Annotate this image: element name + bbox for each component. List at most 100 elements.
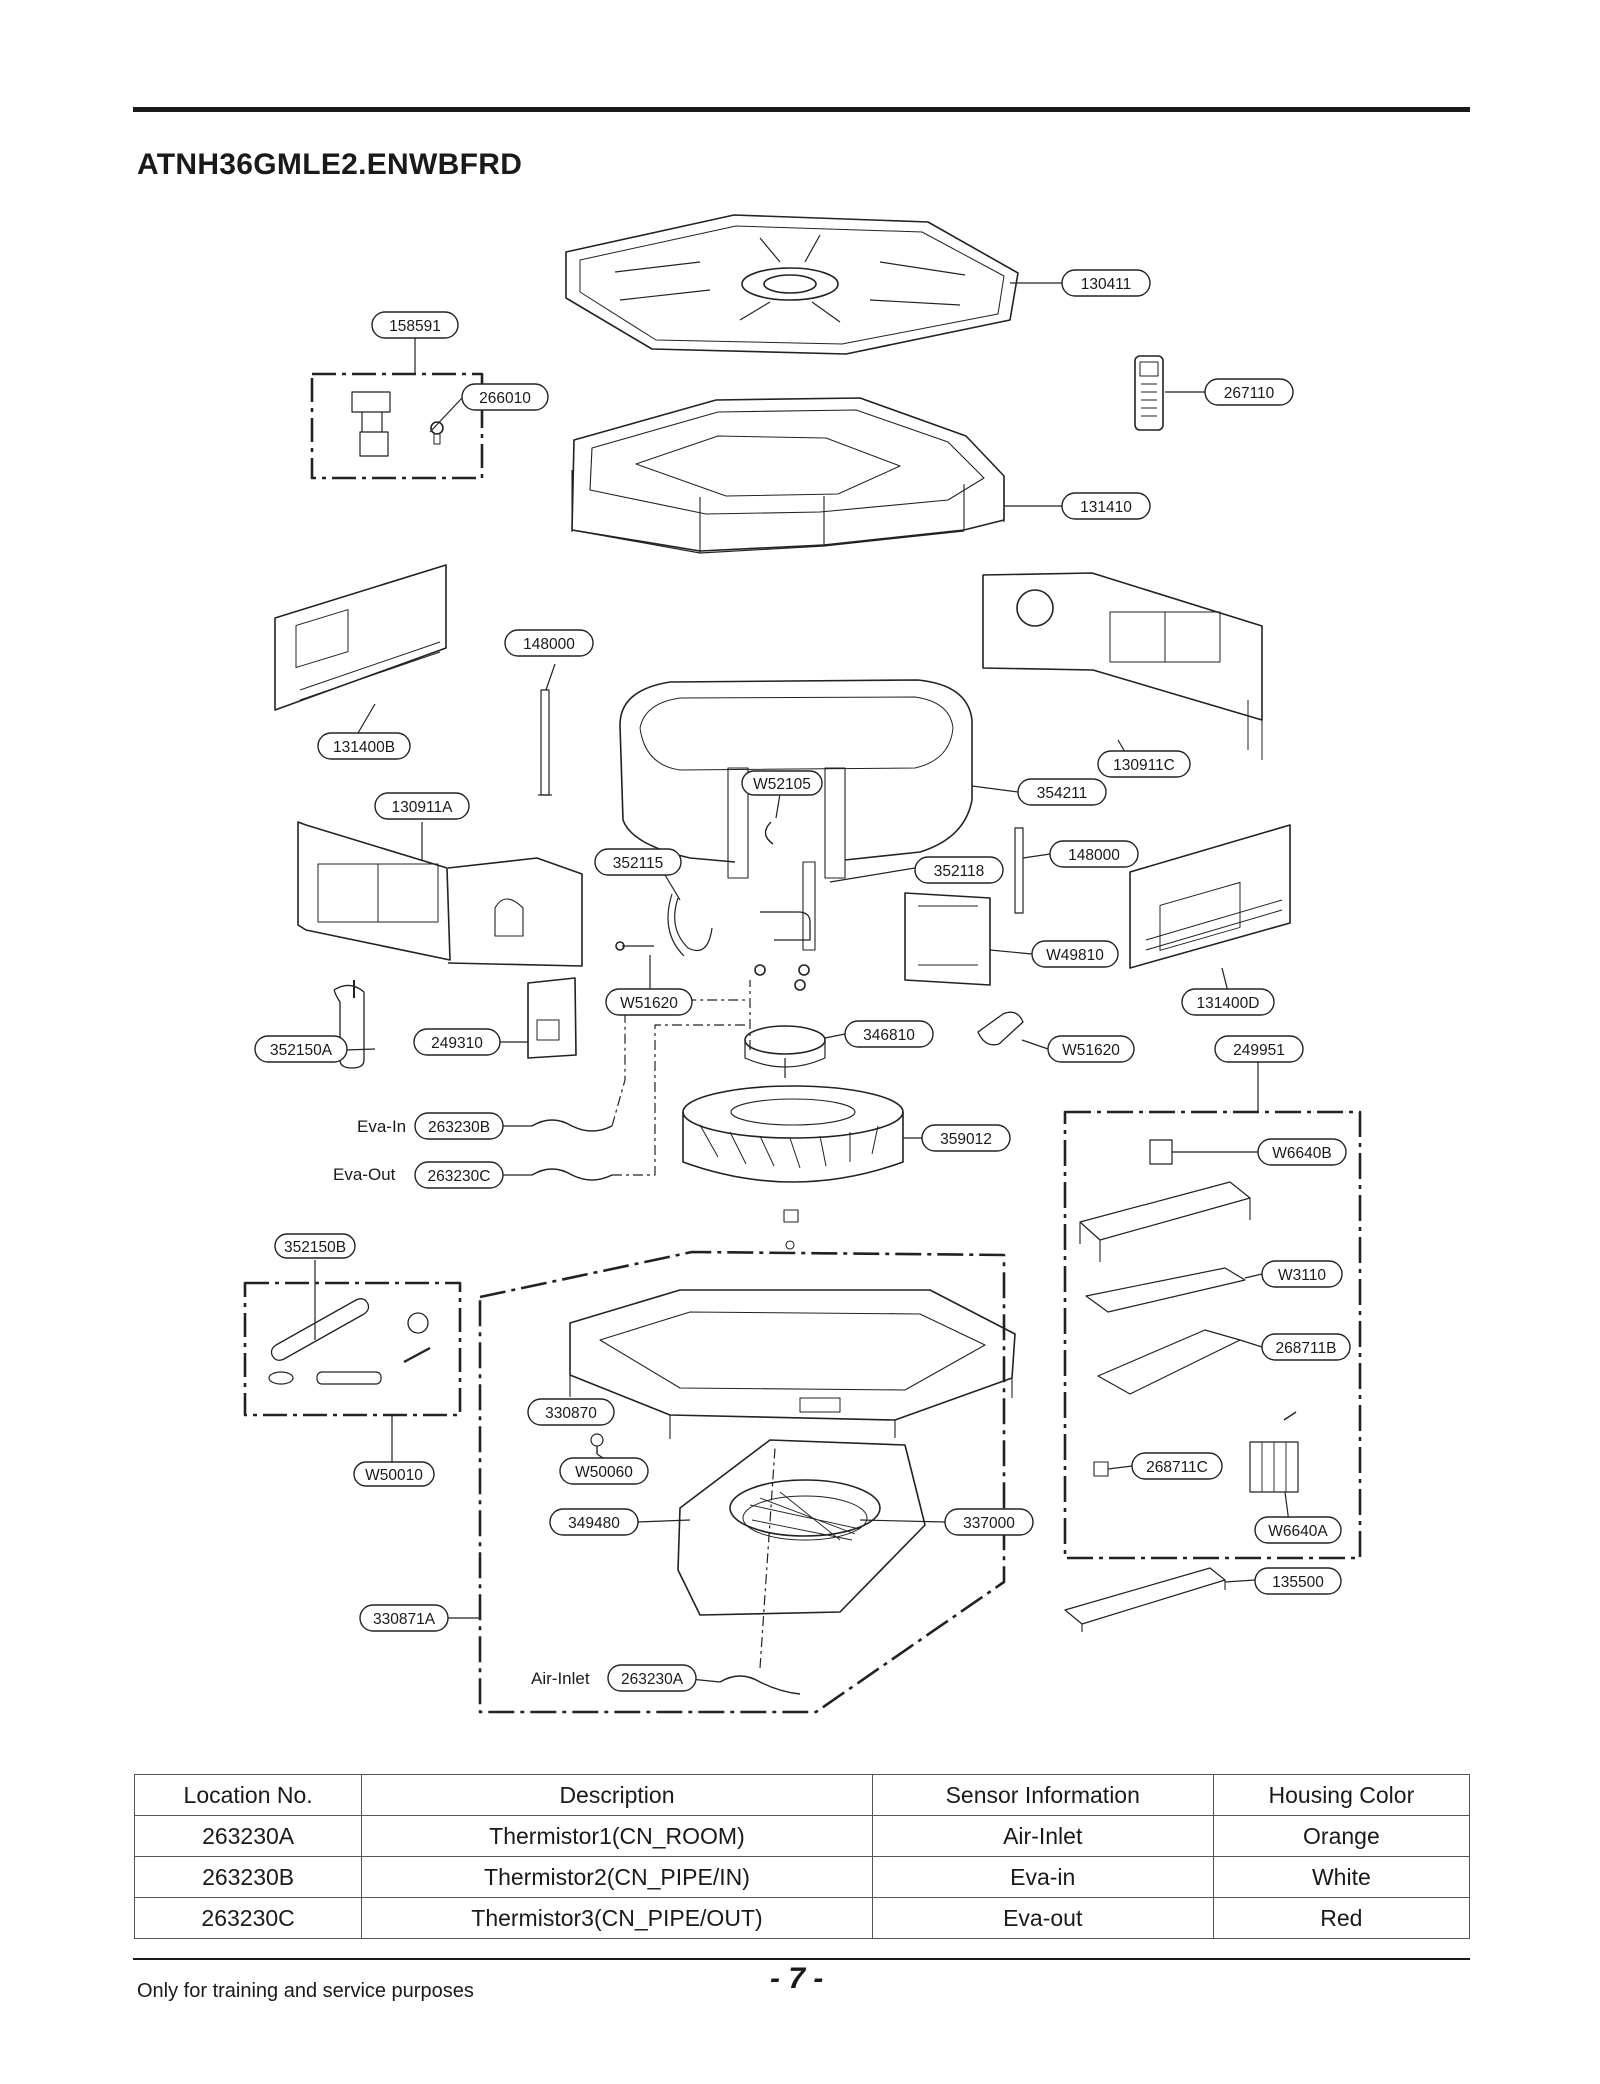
svg-text:131410: 131410 — [1080, 499, 1132, 516]
callout-352150A: 352150A — [254, 1035, 348, 1063]
callout-249951: 249951 — [1214, 1035, 1304, 1063]
callout-131400D: 131400D — [1181, 988, 1275, 1016]
cell-description: Thermistor2(CN_PIPE/IN) — [361, 1856, 873, 1898]
control-bracket-box — [310, 372, 484, 480]
callout-352150B: 352150B — [274, 1233, 356, 1259]
svg-text:158591: 158591 — [389, 318, 441, 335]
svg-text:131400B: 131400B — [333, 739, 395, 756]
svg-text:W50060: W50060 — [575, 1464, 633, 1481]
thermistor-wires — [531, 1119, 801, 1695]
callout-W50060: W50060 — [559, 1457, 649, 1485]
cell-location: 263230B — [133, 1856, 363, 1898]
cell-location: 263230C — [133, 1897, 363, 1939]
svg-text:W6640B: W6640B — [1272, 1145, 1331, 1162]
header-description: Description — [361, 1774, 873, 1816]
svg-text:359012: 359012 — [940, 1131, 992, 1148]
cell-description: Thermistor1(CN_ROOM) — [361, 1815, 873, 1857]
svg-text:263230B: 263230B — [428, 1119, 490, 1136]
svg-text:130911A: 130911A — [392, 799, 454, 816]
callout-330871A: 330871A — [359, 1604, 449, 1632]
svg-text:346810: 346810 — [863, 1027, 915, 1044]
callout-346810: 346810 — [844, 1020, 934, 1048]
svg-text:349480: 349480 — [568, 1515, 620, 1532]
svg-text:267110: 267110 — [1224, 385, 1275, 402]
thermistor-cap-W51620 — [977, 1011, 1024, 1046]
cell-location: 263230A — [133, 1815, 363, 1857]
callout-W6640A: W6640A — [1254, 1516, 1342, 1544]
svg-text:W51620: W51620 — [1062, 1042, 1120, 1059]
inner-panel-W49810 — [904, 892, 991, 986]
callout-W49810: W49810 — [1031, 940, 1119, 968]
electrical-box-249310 — [527, 977, 577, 1059]
callout-135500: 135500 — [1254, 1567, 1342, 1595]
turbo-fan-illustration — [682, 1085, 904, 1183]
bracket-135500 — [1064, 1567, 1226, 1632]
label-eva-out: Eva-Out — [333, 1165, 396, 1184]
routing-lines — [611, 980, 776, 1669]
svg-text:352115: 352115 — [613, 855, 664, 872]
cell-housing-color: White — [1212, 1856, 1471, 1898]
callout-249310: 249310 — [413, 1028, 501, 1056]
top-rule — [133, 107, 1470, 112]
callout-bubbles: 130411 158591 266010 267110 131410 14800… — [254, 269, 1351, 1692]
side-panel-131400B — [274, 564, 447, 711]
callout-158591: 158591 — [371, 311, 459, 339]
drain-hose-kit-box — [243, 1281, 462, 1417]
header-sensor-info: Sensor Information — [871, 1774, 1214, 1816]
callout-359012: 359012 — [921, 1124, 1011, 1152]
bottom-rule — [133, 1958, 1470, 1960]
svg-text:130911C: 130911C — [1113, 757, 1175, 774]
svg-text:263230C: 263230C — [428, 1168, 491, 1185]
svg-text:148000: 148000 — [523, 636, 575, 653]
cell-description: Thermistor3(CN_PIPE/OUT) — [361, 1897, 873, 1939]
callout-267110: 267110 — [1204, 378, 1294, 406]
svg-text:268711C: 268711C — [1146, 1459, 1208, 1476]
table-row: 263230A Thermistor1(CN_ROOM) Air-Inlet O… — [133, 1815, 1471, 1857]
svg-text:W52105: W52105 — [753, 776, 811, 793]
svg-text:352150A: 352150A — [270, 1042, 333, 1059]
callout-349480: 349480 — [549, 1508, 639, 1536]
callout-268711B: 268711B — [1261, 1333, 1351, 1361]
svg-text:W50010: W50010 — [365, 1467, 423, 1484]
drain-elbow-illustration — [333, 980, 365, 1069]
callout-330870: 330870 — [527, 1398, 615, 1426]
callout-268711C: 268711C — [1131, 1452, 1223, 1480]
leader-lines — [314, 282, 1291, 1683]
svg-text:135500: 135500 — [1272, 1574, 1324, 1591]
side-panel-130911C — [982, 572, 1263, 760]
heat-exchanger-illustration — [619, 679, 973, 879]
header-housing-color: Housing Color — [1212, 1774, 1471, 1816]
svg-text:W6640A: W6640A — [1268, 1523, 1328, 1540]
svg-text:268711B: 268711B — [1276, 1340, 1337, 1357]
table-row: 263230B Thermistor2(CN_PIPE/IN) Eva-in W… — [133, 1856, 1471, 1898]
callout-130911A: 130911A — [374, 792, 470, 820]
svg-text:W3110: W3110 — [1278, 1267, 1326, 1284]
callout-354211: 354211 — [1017, 778, 1107, 806]
cell-sensor-info: Eva-in — [871, 1856, 1214, 1898]
label-air-inlet: Air-Inlet — [531, 1669, 590, 1688]
svg-text:266010: 266010 — [479, 390, 531, 407]
exploded-parts-diagram: 130411 158591 266010 267110 131410 14800… — [243, 214, 1362, 1714]
svg-text:249310: 249310 — [431, 1035, 483, 1052]
remote-control-illustration — [1134, 355, 1164, 431]
strap-148000-right — [1014, 827, 1024, 914]
callout-W6640B: W6640B — [1257, 1138, 1347, 1166]
svg-text:249951: 249951 — [1233, 1042, 1285, 1059]
pipe-assembly-illustration — [615, 861, 816, 991]
fan-nut — [783, 1209, 799, 1250]
svg-text:W51620: W51620 — [620, 995, 678, 1012]
table-row: 263230C Thermistor3(CN_PIPE/OUT) Eva-out… — [133, 1897, 1471, 1939]
main-casing-illustration — [571, 397, 1005, 554]
table-header-row: Location No. Description Sensor Informat… — [133, 1774, 1471, 1816]
callout-352115: 352115 — [594, 848, 682, 876]
callout-148000-b: 148000 — [1049, 840, 1139, 868]
callout-148000-a: 148000 — [504, 629, 594, 657]
cell-housing-color: Red — [1212, 1897, 1471, 1939]
svg-text:354211: 354211 — [1037, 785, 1088, 802]
callout-W50010: W50010 — [353, 1461, 435, 1487]
label-eva-in: Eva-In — [357, 1117, 406, 1136]
side-panel-131400D — [1129, 824, 1291, 969]
sensor-table: Location No. Description Sensor Informat… — [133, 1774, 1471, 1939]
callout-352118: 352118 — [914, 856, 1004, 884]
svg-text:337000: 337000 — [963, 1515, 1015, 1532]
